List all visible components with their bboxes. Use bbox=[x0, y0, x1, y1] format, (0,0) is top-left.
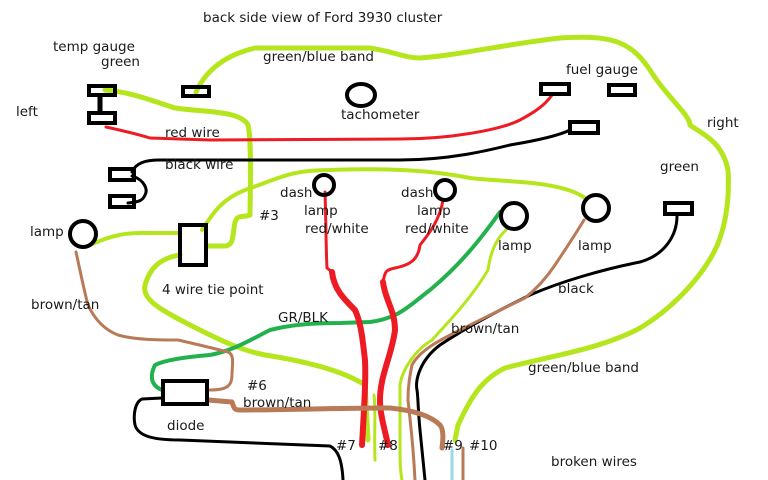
label-num-8: #8 bbox=[378, 438, 398, 454]
fuel-gauge-terminal-left bbox=[539, 82, 571, 96]
components bbox=[68, 82, 694, 406]
dash-lamp-1-socket bbox=[312, 173, 336, 197]
label-right: right bbox=[707, 115, 739, 131]
temp-gauge-terminal-bottom bbox=[87, 111, 117, 125]
label-brown-tan-mid: brown/tan bbox=[451, 321, 519, 337]
black-wire-terminal-bottom bbox=[108, 194, 136, 209]
wire-lamp-to-tiepoint bbox=[88, 230, 180, 247]
wire-red-white-1 bbox=[323, 190, 334, 274]
label-red-white-1: red/white bbox=[305, 221, 369, 237]
label-lamp-1: lamp bbox=[304, 203, 338, 219]
four-wire-tie-point bbox=[178, 223, 208, 267]
lamp-left-socket bbox=[68, 219, 98, 249]
label-fuel-gauge: fuel gauge bbox=[566, 62, 638, 78]
label-lamp-2: lamp bbox=[417, 203, 451, 219]
label-tachometer: tachometer bbox=[341, 107, 420, 123]
label-black-wire: black wire bbox=[165, 157, 233, 173]
wire-brown-6 bbox=[205, 397, 446, 451]
label-black: black bbox=[558, 281, 594, 297]
label-num-3: #3 bbox=[259, 208, 279, 224]
wire-tiepoint-to-right-lamp bbox=[200, 167, 587, 232]
label-temp-gauge-green: green bbox=[101, 54, 140, 70]
label-green-right: green bbox=[660, 159, 699, 175]
fuel-gauge-terminal-lower bbox=[568, 120, 600, 135]
label-num-10: #10 bbox=[469, 438, 498, 454]
wire-red-white-2-thick bbox=[377, 279, 398, 448]
dash-lamp-2-socket bbox=[433, 178, 457, 202]
label-dash-2: dash bbox=[401, 185, 433, 201]
wire-brown-left bbox=[74, 250, 235, 392]
green-right-terminal bbox=[663, 201, 694, 216]
wire-lamp-mid-lime bbox=[398, 228, 508, 480]
wire-tiepoint-down bbox=[142, 252, 371, 443]
wire-green-blue-band-loop bbox=[193, 34, 731, 443]
label-temp-gauge: temp gauge bbox=[53, 39, 135, 55]
label-lamp-left: lamp bbox=[30, 224, 64, 240]
wire-red-white-1-thick bbox=[329, 269, 369, 448]
wire-gr-blk bbox=[149, 210, 502, 392]
fuel-gauge-terminal-right bbox=[607, 83, 637, 97]
wire-black-loop bbox=[126, 174, 148, 205]
label-broken-wires: broken wires bbox=[551, 454, 637, 470]
tachometer-terminal bbox=[345, 82, 377, 108]
label-gr-blk: GR/BLK bbox=[278, 310, 329, 326]
label-num-9: #9 bbox=[443, 438, 463, 454]
gauge-terminal-top-mid bbox=[181, 85, 211, 98]
black-wire-terminal-top bbox=[108, 167, 136, 182]
label-red-white-2: red/white bbox=[405, 221, 469, 237]
label-lamp-mid: lamp bbox=[498, 238, 532, 254]
diagram-title: back side view of Ford 3930 cluster bbox=[203, 10, 443, 26]
label-left: left bbox=[16, 104, 38, 120]
wires bbox=[74, 34, 731, 480]
wire-red bbox=[104, 93, 554, 142]
label-dash-1: dash bbox=[280, 185, 312, 201]
wire-brown-mid bbox=[406, 218, 586, 480]
lamp-right-socket bbox=[581, 193, 611, 223]
label-brown-tan-left: brown/tan bbox=[31, 297, 99, 313]
wire-black-top bbox=[130, 128, 572, 174]
label-four-wire-tie-point: 4 wire tie point bbox=[162, 282, 264, 298]
label-green-blue-band-bottom: green/blue band bbox=[528, 360, 639, 376]
label-num-6: #6 bbox=[247, 378, 267, 394]
lamp-mid-socket bbox=[499, 201, 529, 231]
diode bbox=[161, 379, 209, 406]
wire-black-diode bbox=[132, 396, 345, 480]
label-diode: diode bbox=[167, 418, 204, 434]
label-lamp-right: lamp bbox=[578, 238, 612, 254]
label-num-7: #7 bbox=[336, 438, 356, 454]
wire-lime-harness bbox=[372, 393, 377, 462]
labels: back side view of Ford 3930 cluster temp… bbox=[16, 10, 739, 470]
label-red-wire: red wire bbox=[165, 125, 220, 141]
label-green-blue-band-top: green/blue band bbox=[263, 49, 374, 65]
wire-red-white-2 bbox=[381, 198, 445, 284]
label-brown-tan-6: brown/tan bbox=[243, 395, 311, 411]
